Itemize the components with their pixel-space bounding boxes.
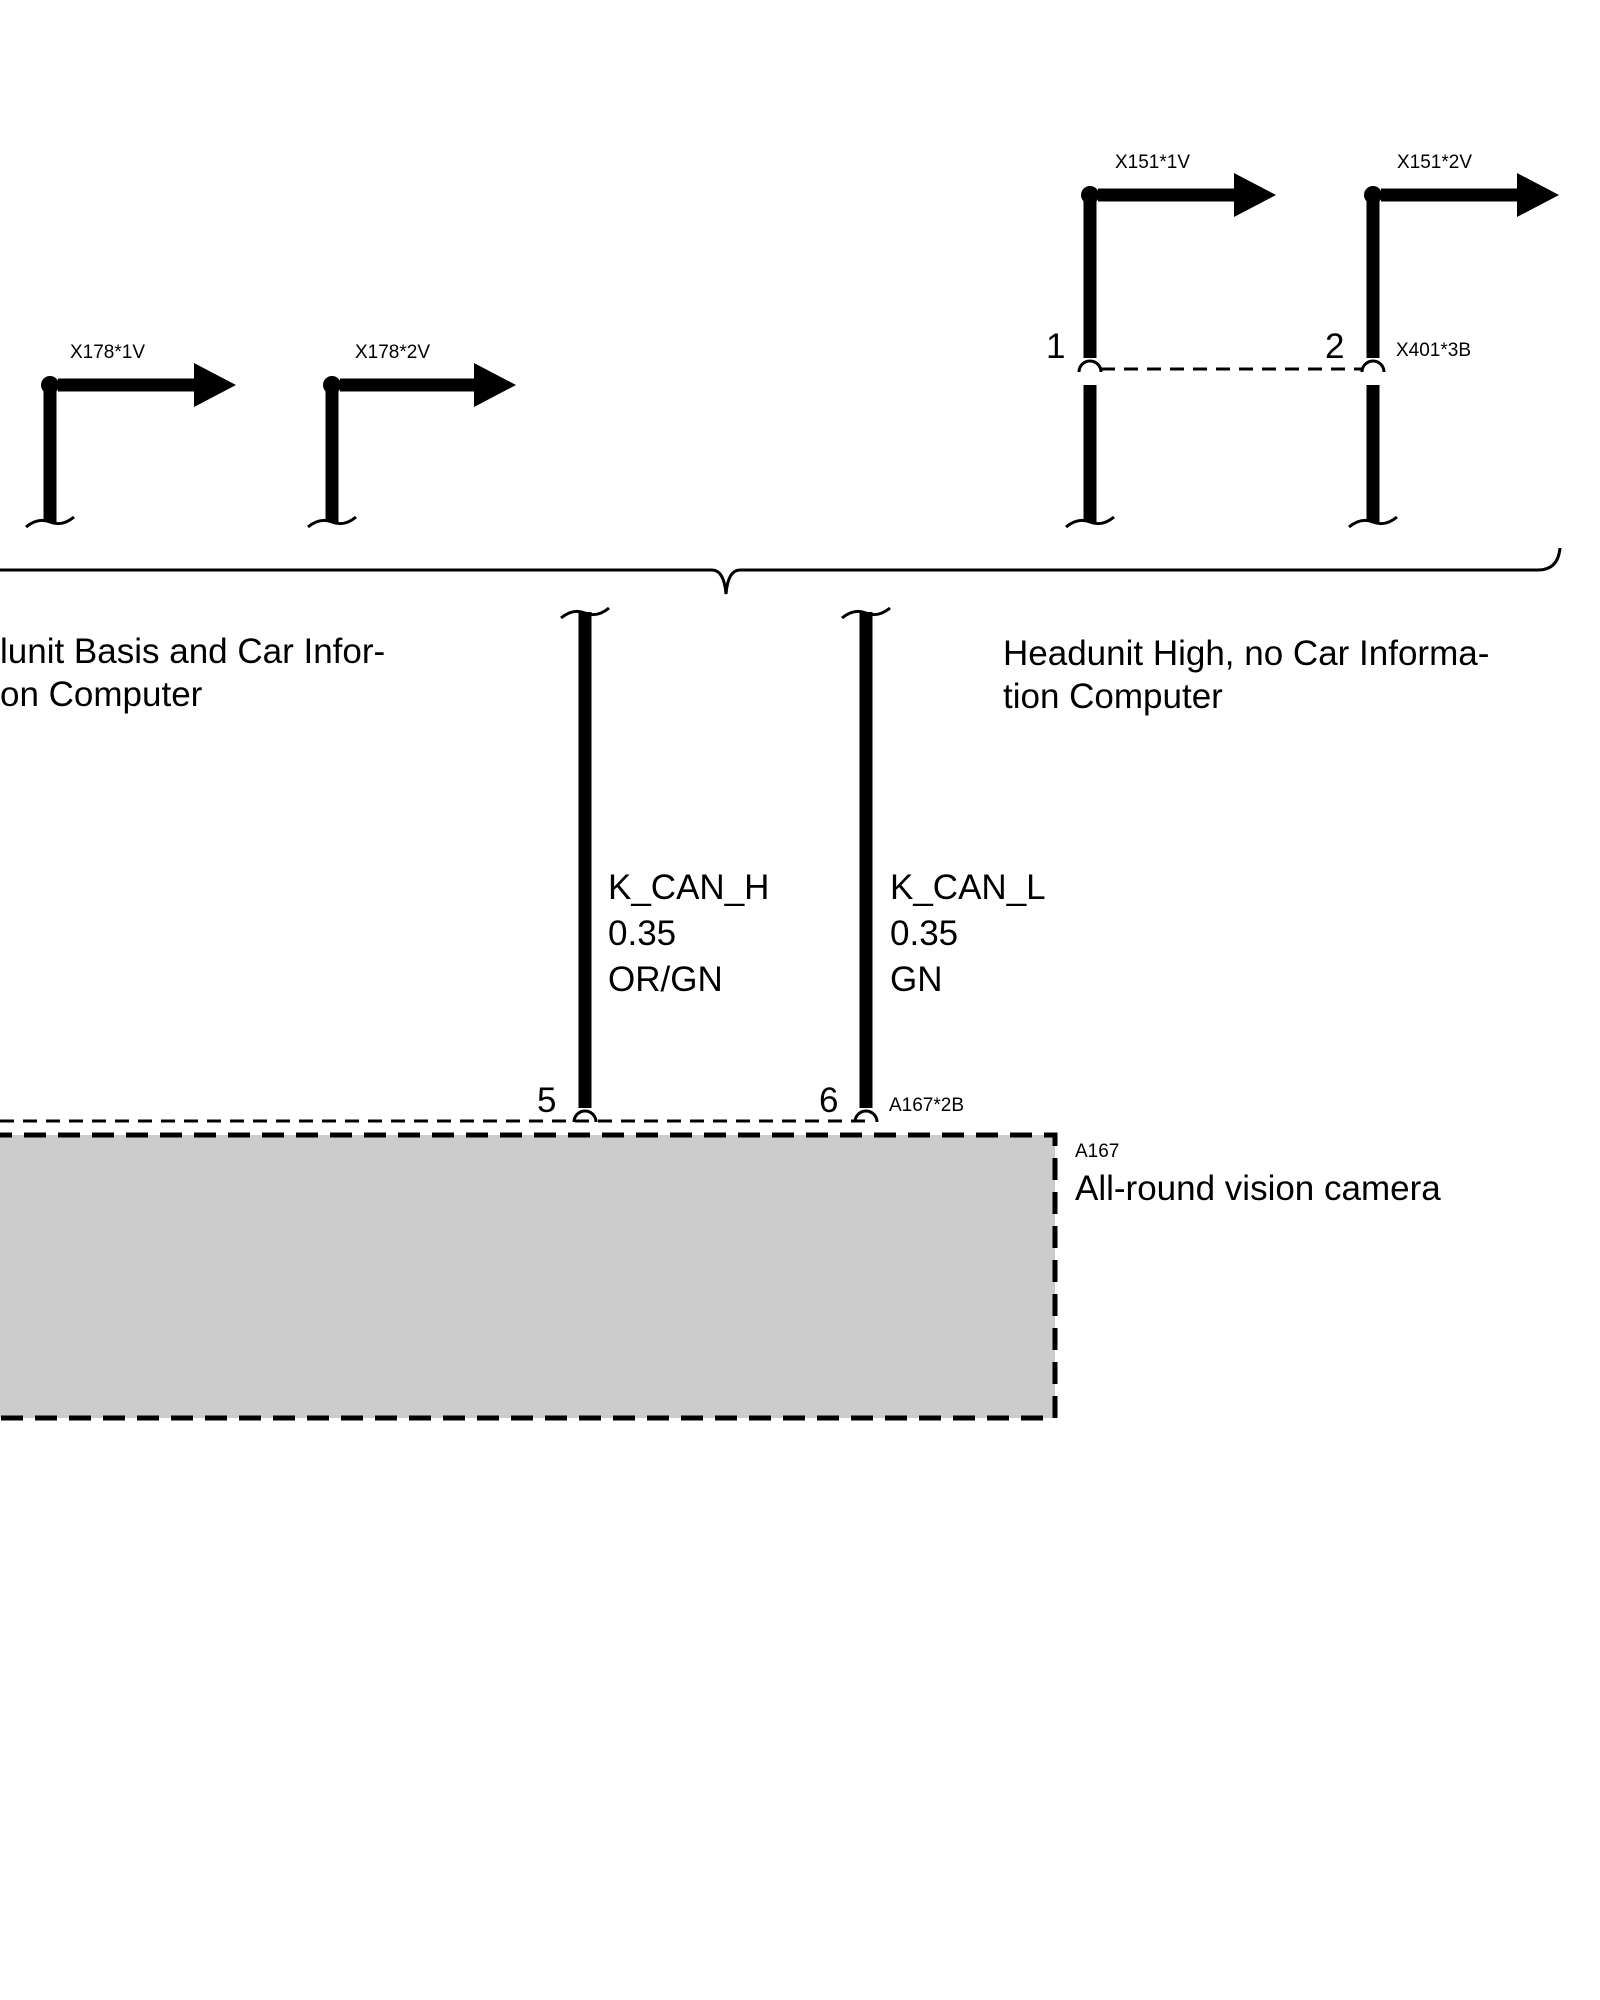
wire-signal-k-can-h: K_CAN_H [608,868,769,907]
component-box-a167 [0,1132,1058,1421]
variant-left-line2: on Computer [0,675,203,714]
component-id-a167: A167 [1075,1141,1119,1162]
wire-color-k-can-h: OR/GN [608,960,723,999]
wire-color-k-can-l: GN [890,960,943,999]
variant-right-line1: Headunit High, no Car Informa- [1003,634,1489,673]
connector-label-a167-2b: A167*2B [889,1095,964,1116]
variant-label-left: lunit Basis and Car Infor- on Computer [0,632,385,714]
wire-size-k-can-h: 0.35 [608,914,676,953]
pin-number-1: 1 [1046,327,1065,366]
pin-number-5: 5 [537,1081,556,1120]
connector-label-x178-2v: X178*2V [355,342,430,363]
variant-label-right: Headunit High, no Car Informa- tion Comp… [1003,634,1489,716]
wire-k-can-l: K_CAN_L 0.35 GN 6 [819,606,1046,1123]
connector-label-x401-3b: X401*3B [1396,340,1471,361]
connector-label-x178-1v: X178*1V [70,342,145,363]
variant-brace [0,547,1562,595]
pin-number-6: 6 [819,1081,838,1120]
connector-x178-1v: X178*1V [25,342,236,529]
connector-label-x151-1v: X151*1V [1115,152,1190,173]
wire-k-can-h: K_CAN_H 0.35 OR/GN 5 [537,606,769,1123]
connector-x178-2v: X178*2V [307,342,516,529]
variant-right-line2: tion Computer [1003,677,1223,716]
connector-label-x151-2v: X151*2V [1397,152,1472,173]
variant-left-line1: lunit Basis and Car Infor- [0,632,385,671]
connector-x151-1v: X151*1V 1 [1046,152,1276,529]
wire-size-k-can-l: 0.35 [890,914,958,953]
wire-signal-k-can-l: K_CAN_L [890,868,1046,907]
connector-x151-2v: X151*2V 2 [1325,152,1559,529]
pin-number-2: 2 [1325,327,1344,366]
component-name-a167: All-round vision camera [1075,1169,1441,1208]
